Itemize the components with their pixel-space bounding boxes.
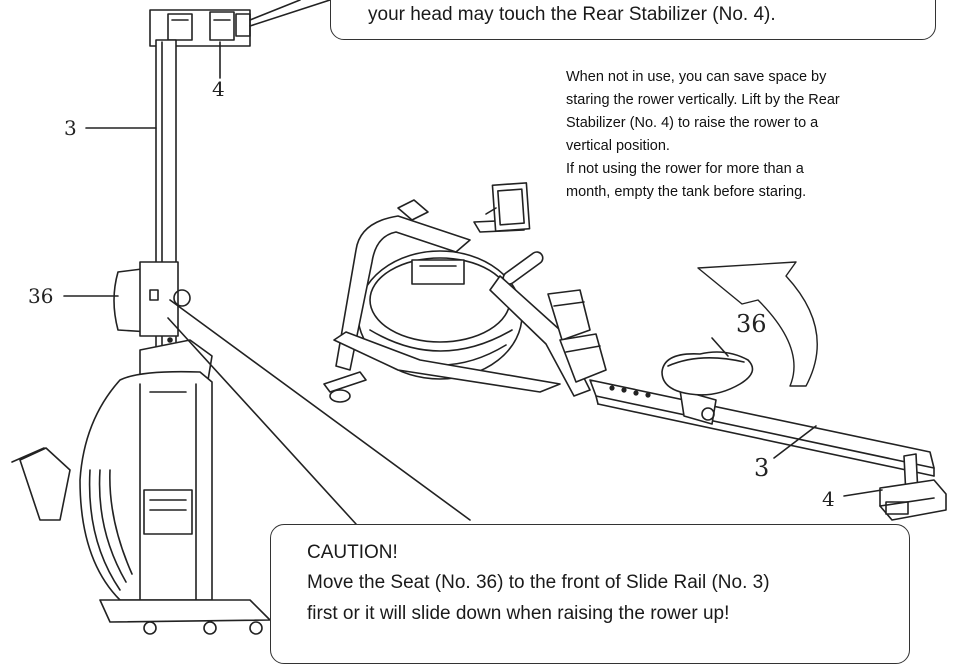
caution-callout: CAUTION! Move the Seat (No. 36) to the f…	[270, 524, 910, 664]
caution-title: CAUTION!	[307, 542, 398, 563]
vertical-stabilizer-label: 4	[212, 77, 225, 101]
vertical-rower	[11, 0, 331, 635]
horizontal-seat-label: 36	[736, 310, 767, 338]
horizontal-rear-stabilizer	[879, 453, 947, 521]
horizontal-stabilizer-label: 4	[822, 487, 835, 511]
horizontal-rower	[323, 182, 947, 521]
storage-instructions: When not in use, you can save space by s…	[566, 69, 840, 200]
vertical-rail-label: 3	[64, 116, 77, 140]
caution-body: Move the Seat (No. 36) to the front of S…	[307, 572, 770, 624]
handle-footrests	[489, 251, 607, 397]
vertical-frame	[11, 339, 271, 635]
raise-direction-arrow	[697, 261, 818, 387]
horizontal-seat	[661, 351, 754, 425]
horizontal-slide-rail	[589, 379, 935, 477]
vertical-seat	[113, 261, 191, 367]
monitor	[485, 182, 531, 232]
caution-pointer	[167, 299, 471, 525]
top-callout: your head may touch the Rear Stabilizer …	[330, 0, 936, 40]
vertical-rear-stabilizer	[149, 0, 331, 47]
vertical-seat-label: 36	[28, 284, 53, 308]
rower-storage-diagram: 4 3 36 36 3 4	[11, 0, 947, 635]
top-callout-text: your head may touch the Rear Stabilizer …	[368, 4, 776, 25]
horizontal-rail-label: 3	[754, 454, 769, 482]
